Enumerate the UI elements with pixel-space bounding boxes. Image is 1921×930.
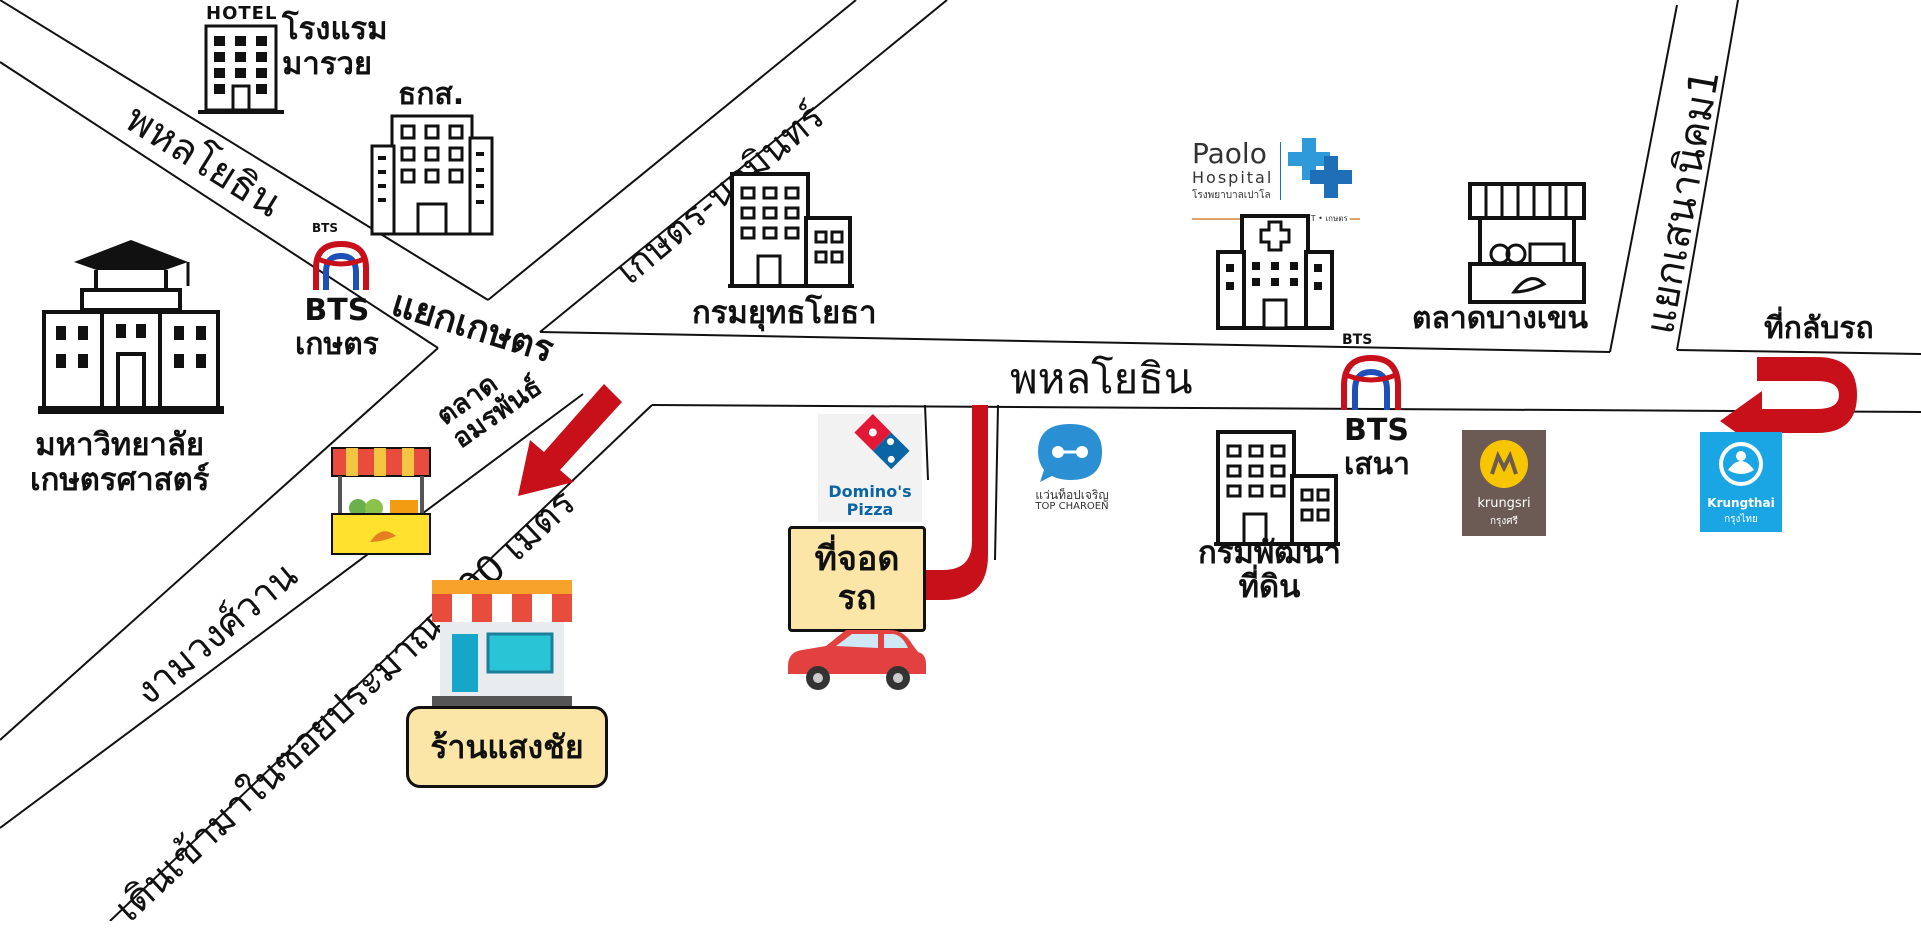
hotel-building-icon bbox=[198, 24, 284, 114]
hotel-sign: HOTEL bbox=[206, 3, 278, 24]
land-dev-label: กรมพัฒนา ที่ดิน bbox=[1198, 535, 1341, 606]
university-building-icon bbox=[38, 240, 224, 414]
road-phahonyothin-nw-south-edge bbox=[0, 61, 439, 349]
krungsri-emblem-icon bbox=[1480, 440, 1528, 488]
road-label-phahonyothin-main: พหลโยธิน bbox=[1010, 354, 1193, 403]
topcharoen-en-text: TOP CHAROEN bbox=[1035, 501, 1109, 512]
road-sena-nikhom-corner bbox=[1676, 349, 1921, 355]
topcharoen-thai-text: แว่นท็อปเจริญ bbox=[1035, 488, 1109, 502]
shop-storefront-icon bbox=[432, 580, 572, 706]
road-phahonyothin-main-south-edge bbox=[651, 404, 1921, 413]
hotel-name-label: โรงแรม มารวย bbox=[282, 11, 388, 82]
car-icon bbox=[788, 630, 926, 690]
bts-logo-icon: BTS bbox=[312, 221, 369, 290]
topcharoen-logo-icon bbox=[1038, 424, 1102, 482]
krungthai-th-text: กรุงไทย bbox=[1724, 514, 1758, 525]
paolo-thai-text: โรงพยาบาลเปาโล bbox=[1192, 190, 1271, 201]
baac-label: ธกส. bbox=[398, 77, 465, 112]
bts-kaset-label: BTS เกษตร bbox=[295, 293, 379, 362]
dominos-text-line1: Domino's bbox=[828, 482, 912, 501]
road-ngamwongwan-north-edge bbox=[0, 347, 439, 741]
driveway-line bbox=[994, 404, 999, 561]
university-label: มหาวิทยาลัย เกษตรศาสตร์ bbox=[30, 427, 210, 498]
krungsri-th-text: กรุงศรี bbox=[1489, 516, 1519, 527]
baac-building-icon bbox=[370, 114, 494, 236]
road-kaset-nawamin-east-edge bbox=[539, 0, 948, 333]
road-soi-edge bbox=[109, 404, 653, 921]
svg-text:BTS: BTS bbox=[1342, 332, 1372, 348]
road-phahonyothin-main-north-edge bbox=[539, 331, 1611, 353]
amornphan-market-stall-icon bbox=[331, 447, 431, 555]
driveway-line bbox=[924, 404, 929, 481]
paolo-text-line2: Hospital bbox=[1192, 168, 1274, 187]
krungthai-en-text: Krungthai bbox=[1707, 496, 1775, 510]
bangkhen-market-label: ตลาดบางเขน bbox=[1412, 301, 1589, 336]
road-sena-nikhom-east-edge bbox=[1676, 0, 1739, 351]
krungthai-emblem-icon bbox=[1719, 442, 1763, 486]
road-sena-nikhom-west-edge bbox=[1609, 4, 1678, 353]
paolo-cross-icon bbox=[1280, 138, 1352, 200]
shop-label: ร้านแสงชัย bbox=[406, 706, 608, 788]
road-phahonyothin-nw-north-edge bbox=[0, 0, 489, 301]
bts-sena-label: BTS เสนา bbox=[1344, 413, 1410, 482]
bangkhen-market-stall-icon bbox=[1468, 182, 1586, 304]
krungthai-logo: Krungthai กรุงไทย bbox=[1700, 432, 1782, 532]
road-kaset-nawamin-west-edge bbox=[487, 0, 857, 301]
paolo-text-line1: Paolo bbox=[1192, 137, 1267, 170]
krungsri-logo: krungsri กรุงศรี bbox=[1462, 430, 1546, 536]
road-ngamwongwan-south-edge bbox=[0, 393, 584, 829]
u-turn-label: ที่กลับรถ bbox=[1764, 311, 1874, 346]
dominos-domino-icon bbox=[854, 414, 910, 470]
dominos-logo: Domino's Pizza bbox=[818, 414, 922, 522]
land-dev-building-icon bbox=[1214, 430, 1340, 546]
u-turn-arrow bbox=[1720, 357, 1857, 451]
bts-sena-logo-icon: BTS bbox=[1341, 332, 1401, 410]
parking-label: ที่จอด รถ bbox=[788, 526, 926, 632]
krungsri-en-text: krungsri bbox=[1477, 496, 1531, 511]
army-transport-building-icon bbox=[728, 172, 854, 288]
svg-text:BTS: BTS bbox=[312, 221, 338, 235]
route-arrow-soi bbox=[518, 384, 622, 496]
dominos-text-line2: Pizza bbox=[846, 500, 894, 519]
army-transport-label: กรมยุทธโยธา bbox=[692, 295, 877, 331]
hospital-building-icon bbox=[1216, 214, 1334, 330]
